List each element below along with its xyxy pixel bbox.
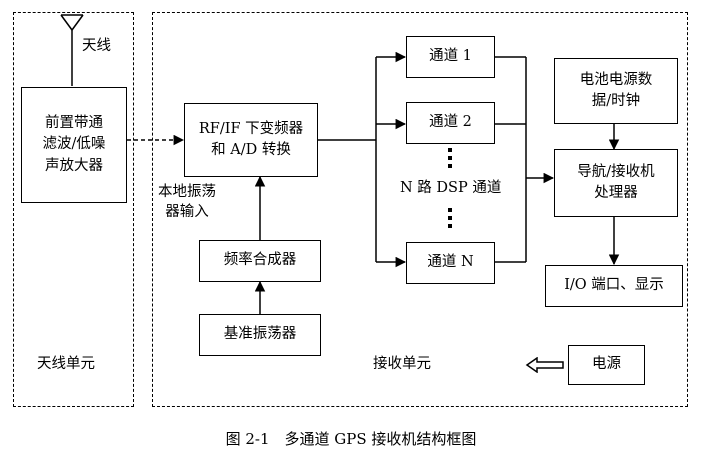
preamp-block: 前置带通 滤波/低噪 声放大器 — [21, 87, 127, 203]
io-display-block: I/O 端口、显示 — [545, 265, 683, 307]
downconverter-block-label: RF/IF 下变频器 和 A/D 转换 — [198, 120, 304, 158]
power-label: 电源 — [592, 356, 621, 373]
battery-clock-block: 电池电源数 据/时钟 — [554, 58, 678, 124]
synthesizer-block-label: 频率合成器 — [223, 252, 297, 269]
receiver-unit-region — [152, 12, 688, 407]
antenna-unit-region — [13, 12, 134, 407]
lo-input-label: 本地振荡 器输入 — [158, 184, 216, 221]
reference-oscillator-block: 基准振荡器 — [199, 314, 321, 356]
receiver-unit-label: 接收单元 — [373, 356, 431, 372]
channel-ellipsis-dots — [448, 148, 452, 228]
battery-clock-label: 电池电源数 据/时钟 — [579, 71, 653, 109]
nav-processor-label: 导航/接收机 处理器 — [577, 163, 655, 201]
synthesizer-block: 频率合成器 — [199, 240, 321, 282]
figure-caption: 图 2-1 多通道 GPS 接收机结构框图 — [225, 430, 477, 448]
preamp-block-label: 前置带通 滤波/低噪 声放大器 — [42, 115, 106, 174]
dsp-channels-label: N 路 DSP 通道 — [400, 180, 502, 196]
channel-2-label: 通道 2 — [429, 114, 472, 131]
antenna-icon — [60, 14, 84, 86]
nav-processor-block: 导航/接收机 处理器 — [554, 149, 678, 217]
antenna-unit-label: 天线单元 — [37, 356, 95, 372]
channel-2-block: 通道 2 — [406, 102, 495, 144]
channel-n-block: 通道 N — [406, 242, 495, 284]
power-block: 电源 — [568, 345, 645, 385]
channel-1-block: 通道 1 — [406, 36, 495, 78]
downconverter-block: RF/IF 下变频器 和 A/D 转换 — [184, 103, 318, 177]
io-display-label: I/O 端口、显示 — [564, 277, 664, 294]
channel-1-label: 通道 1 — [429, 48, 472, 65]
channel-n-label: 通道 N — [427, 254, 474, 271]
antenna-label: 天线 — [82, 38, 111, 54]
power-arrow-icon — [525, 357, 564, 373]
reference-oscillator-block-label: 基准振荡器 — [223, 326, 297, 343]
